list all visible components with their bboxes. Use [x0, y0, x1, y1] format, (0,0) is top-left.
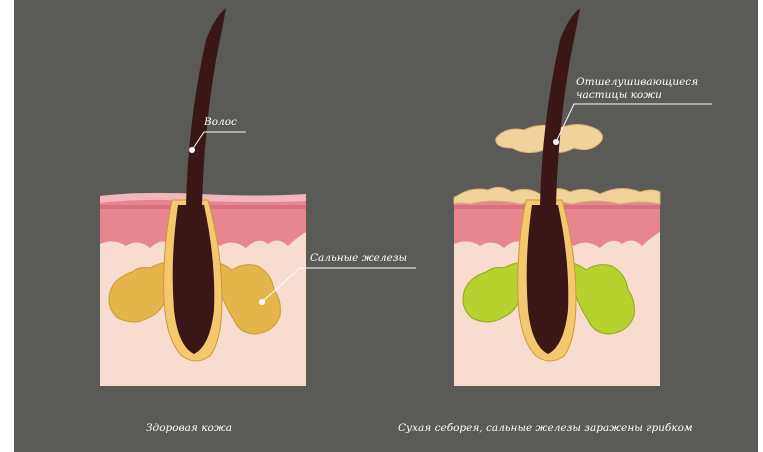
label-flaking-particles-line1: Отшелушивающиеся [576, 76, 698, 88]
healthy-hair-root [173, 205, 215, 354]
caption-healthy: Здоровая кожа [146, 422, 232, 434]
affected-hair-shaft [540, 8, 580, 205]
healthy-hair-shaft [186, 8, 226, 205]
affected-hair-root [527, 205, 569, 354]
healthy-skin-block [100, 8, 416, 386]
affected-skin-block [454, 8, 712, 386]
label-sebaceous-glands: Сальные железы [310, 252, 407, 264]
label-hair: Волос [204, 116, 237, 128]
label-flaking-particles-line2: частицы кожи [576, 89, 662, 101]
caption-affected: Сухая себорея, сальные железы заражены г… [398, 422, 693, 434]
